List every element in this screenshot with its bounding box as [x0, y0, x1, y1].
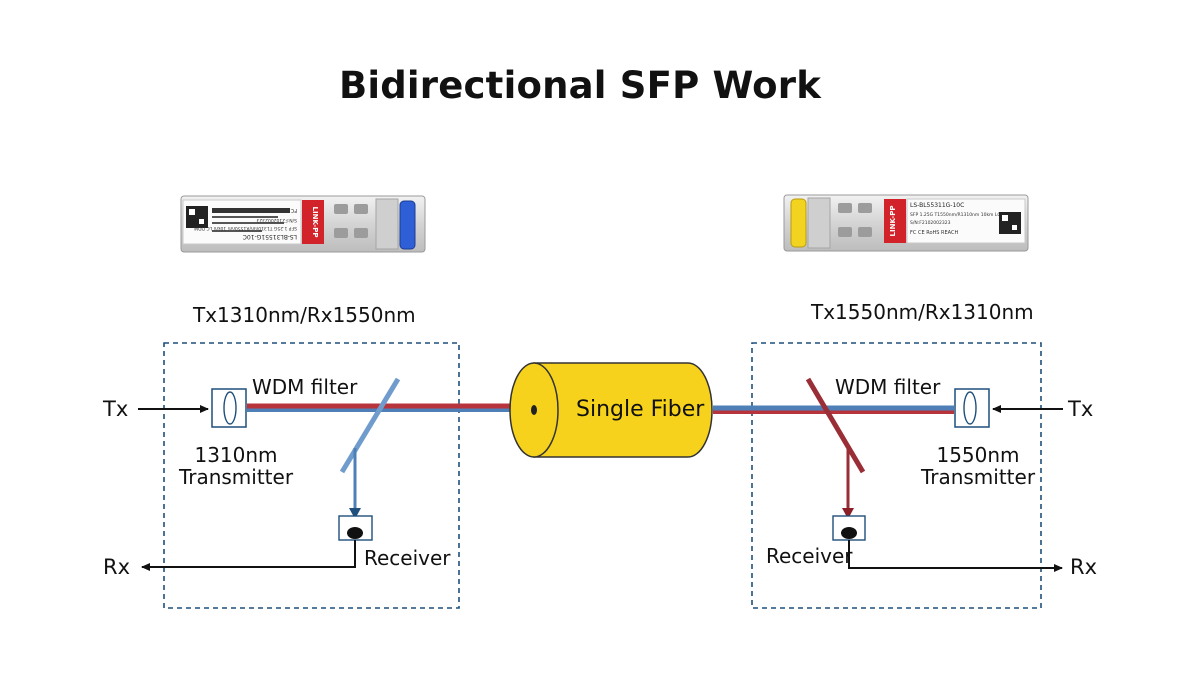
right-rx-output-arrow [848, 540, 1063, 572]
bail-latch [790, 198, 807, 248]
module-part-number: LS-BL31551G-10C [243, 233, 297, 240]
left-module-sticker-text: LS-BL31551G-10C SFP 1.25G T1310nm/R1550n… [194, 207, 297, 240]
module-spec: SFP 1.25G T1550nm/R1310nm 10km LC DDM [910, 212, 1013, 218]
left-transmitter-label: 1310nm Transmitter [176, 444, 296, 488]
left-wdm-filter [339, 377, 401, 474]
right-transmitter-wavelength: 1550nm [936, 443, 1020, 467]
brand-badge [884, 199, 906, 243]
left-tx-label: Tx [103, 397, 129, 421]
module-serial: S/N:F2102002323 [256, 217, 297, 223]
left-wavelength-label: Tx1310nm/Rx1550nm [193, 303, 416, 327]
right-receiver-label: Receiver [766, 544, 853, 568]
left-rx-output-arrow [141, 540, 356, 571]
right-transmitter-word: Transmitter [920, 465, 1036, 489]
page-title: Bidirectional SFP Work [338, 64, 822, 107]
left-sfp-module: LINK-PP [180, 195, 426, 253]
right-sfp-module: LINK-PP LS-BL55311G-10C SFP 1.25G T1550n… [783, 194, 1029, 252]
left-transmitter-wavelength: 1310nm [194, 443, 278, 467]
right-transmitter-lens [954, 388, 990, 428]
left-transmitter-lens [211, 388, 247, 428]
left-rx-label: Rx [103, 555, 131, 579]
right-wavelength-label: Tx1550nm/Rx1310nm [811, 300, 1034, 324]
right-wdm-filter-label: WDM filter [835, 375, 941, 399]
left-wdm-filter-label: WDM filter [252, 375, 358, 399]
module-part-number: LS-BL55311G-10C [910, 202, 964, 209]
single-fiber-label: Single Fiber [576, 397, 705, 422]
brand-logo-text: LINK-PP [889, 206, 897, 237]
left-module-boundary [163, 342, 460, 609]
right-transmitter-label: 1550nm Transmitter [918, 444, 1038, 488]
left-transmitter-word: Transmitter [178, 465, 294, 489]
brand-logo-text: LINK-PP [311, 207, 319, 238]
module-spec: SFP 1.25G T1310nm/R1550nm 10km LC DDM [194, 225, 297, 231]
module-serial: S/N:F2102002323 [910, 220, 951, 226]
brand-badge [302, 200, 324, 244]
left-receiver-photodiode [338, 515, 373, 541]
module-certifications: FC CE RoHS REACH [910, 230, 958, 236]
single-fiber-cylinder [509, 362, 713, 458]
module-certifications: FC CE RoHS REACH [249, 207, 297, 213]
bail-latch [399, 200, 416, 250]
right-rx-label: Rx [1070, 555, 1098, 579]
right-receiver-photodiode [832, 515, 866, 541]
right-wdm-filter [805, 377, 866, 474]
right-tx-label: Tx [1068, 397, 1094, 421]
right-module-boundary [751, 342, 1042, 609]
left-receiver-label: Receiver [364, 546, 451, 570]
